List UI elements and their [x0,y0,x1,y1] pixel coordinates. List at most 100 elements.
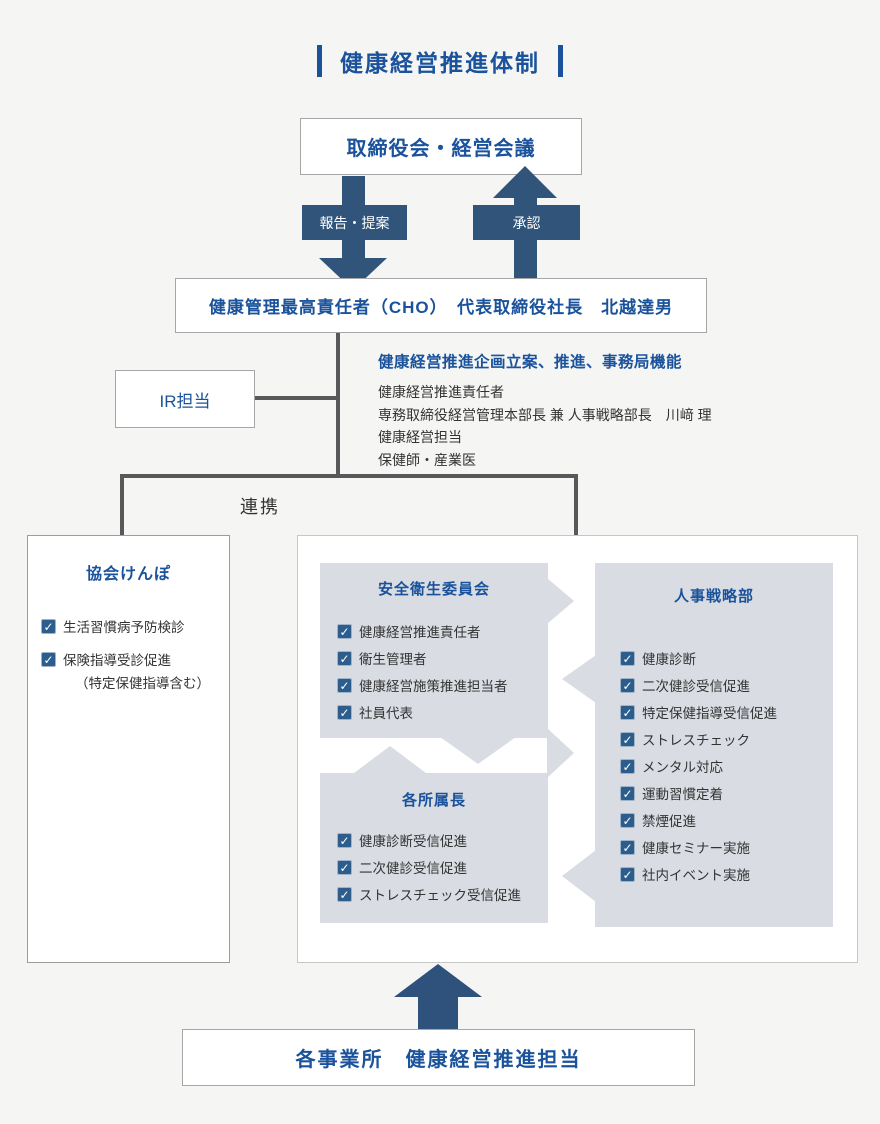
connector-horizontal [120,474,578,478]
secretariat-heading: 健康経営推進企画立案、推進、事務局機能 [378,354,683,371]
connector-vertical-center [336,333,340,477]
checkbox-icon [337,650,352,666]
department-heads-list: 健康診断受信促進 二次健診受信促進 ストレスチェック受信促進 [337,830,548,904]
check-item-label: 健康診断 [642,652,696,667]
chevron-right-icon [547,728,574,778]
department-heads-panel: 各所属長 健康診断受信促進 二次健診受信促進 ストレスチェック受信促進 [320,773,548,923]
sites-arrow-shaft [418,995,458,1031]
checkbox-icon [337,677,352,693]
check-item-label: ストレスチェック受信促進 [359,888,521,903]
checkbox-icon [41,651,56,667]
check-item-label: 健康診断受信促進 [359,834,467,849]
check-list-item: 特定保健指導受信促進 [620,702,833,722]
secretariat-block: 健康経営推進企画立案、推進、事務局機能 健康経営推進責任者 専務取締役経営管理本… [378,350,848,471]
kyokai-kenpo-box: 協会けんぽ 生活習慣病予防検診 保険指導受診促進 （特定保健指導含む [27,535,230,963]
safety-committee-list: 健康経営推進責任者 衛生管理者 健康経営施策推進担当者 社員代表 [337,621,548,722]
check-item-label: 保険指導受診促進 [63,653,171,668]
checkbox-icon [337,832,352,848]
hr-strategy-list: 健康診断 二次健診受信促進 特定保健指導受信促進 ストレスチェック [620,648,833,884]
safety-committee-panel: 安全衛生委員会 健康経営推進責任者 衛生管理者 健康経営施策推進担当者 [320,563,548,738]
connector-ir [255,396,338,400]
check-list-item: ストレスチェック受信促進 [337,884,548,904]
checkbox-icon [337,704,352,720]
check-item-label: 生活習慣病予防検診 [63,620,185,635]
chevron-left-icon [562,850,596,902]
check-list-item: 社員代表 [337,702,548,722]
diagram-title-row: 健康経営推進体制 [0,44,880,78]
link-label: 連携 [240,497,280,517]
cho-box: 健康管理最高責任者（CHO） 代表取締役社長 北越達男 [175,278,707,333]
check-list-item: 運動習慣定着 [620,783,833,803]
check-item-label: メンタル対応 [642,760,723,775]
checkbox-icon [337,623,352,639]
check-list-item: 健康経営施策推進担当者 [337,675,548,695]
checkbox-icon [337,886,352,902]
board-meeting-box: 取締役会・経営会議 [300,118,582,175]
secretariat-line: 健康経営推進責任者 [378,384,504,400]
checkbox-icon [620,677,635,693]
ir-label: IR担当 [159,391,211,411]
hr-strategy-panel: 人事戦略部 健康診断 二次健診受信促進 特定保健指導受信促進 [595,563,833,927]
check-list-item: 社内イベント実施 [620,864,833,884]
check-item-label: 衛生管理者 [359,652,427,667]
chevron-down-icon [440,737,516,764]
connector-vertical-left [120,474,124,536]
check-item-label: 社員代表 [359,706,413,721]
checkbox-icon [620,731,635,747]
check-item-label: 健康経営施策推進担当者 [359,679,508,694]
check-item-label: 運動習慣定着 [642,787,723,802]
connector-vertical-right [574,474,578,536]
secretariat-line: 保健師・産業医 [378,451,476,468]
check-list-item: 健康セミナー実施 [620,837,833,857]
kyokai-kenpo-list: 生活習慣病予防検診 保険指導受診促進 （特定保健指導含む） [41,616,229,694]
check-list-item-wrap: 保険指導受診促進 （特定保健指導含む） [41,649,229,694]
approval-arrow-up-icon [493,166,557,198]
check-list-item: 禁煙促進 [620,810,833,830]
checkbox-icon [337,859,352,875]
check-list-item: 保険指導受診促進 [41,649,229,669]
checkbox-icon [620,785,635,801]
check-item-label: 二次健診受信促進 [642,679,750,694]
check-list-item: 二次健診受信促進 [337,857,548,877]
checkbox-icon [620,839,635,855]
chevron-right-icon [547,578,574,624]
sites-label: 各事業所 健康経営推進担当 [295,1049,582,1071]
check-list-item: メンタル対応 [620,756,833,776]
board-meeting-label: 取締役会・経営会議 [346,138,536,160]
secretariat-line: 健康経営担当 [378,429,462,445]
diagram-title: 健康経営推進体制 [340,50,540,76]
title-right-bar-icon [558,45,563,77]
chevron-left-icon [562,655,596,703]
approval-label: 承認 [473,205,580,240]
secretariat-line: 専務取締役経営管理本部長 兼 人事戦略部長 川﨑 理 [378,406,712,423]
sites-arrow-up-icon [394,964,482,997]
check-item-label: ストレスチェック [642,733,750,748]
check-list-item: 健康診断 [620,648,833,668]
check-list-item: 健康診断受信促進 [337,830,548,850]
hr-strategy-title: 人事戦略部 [673,588,754,605]
chevron-up-icon [354,746,426,773]
department-heads-title: 各所属長 [401,792,466,809]
check-item-label: 健康セミナー実施 [642,841,750,856]
checkbox-icon [620,704,635,720]
checkbox-icon [620,812,635,828]
report-label: 報告・提案 [302,205,407,240]
checkbox-icon [620,758,635,774]
checkbox-icon [41,618,56,634]
kyokai-kenpo-title: 協会けんぽ [85,566,171,583]
check-item-label: 社内イベント実施 [642,868,750,883]
cho-label: 健康管理最高責任者（CHO） 代表取締役社長 北越達男 [208,298,674,317]
ir-box: IR担当 [115,370,255,428]
check-list-item: ストレスチェック [620,729,833,749]
check-item-label: 特定保健指導受信促進 [642,706,777,721]
check-list-item: 生活習慣病予防検診 [41,616,229,636]
sites-box: 各事業所 健康経営推進担当 [182,1029,695,1086]
check-list-item: 衛生管理者 [337,648,548,668]
check-item-label: 禁煙促進 [642,814,696,829]
checkbox-icon [620,650,635,666]
check-item-label: 二次健診受信促進 [359,861,467,876]
secretariat-lines: 健康経営推進責任者 専務取締役経営管理本部長 兼 人事戦略部長 川﨑 理 健康経… [378,381,848,471]
check-item-label: 健康経営推進責任者 [359,625,481,640]
safety-committee-title: 安全衛生委員会 [377,581,490,598]
